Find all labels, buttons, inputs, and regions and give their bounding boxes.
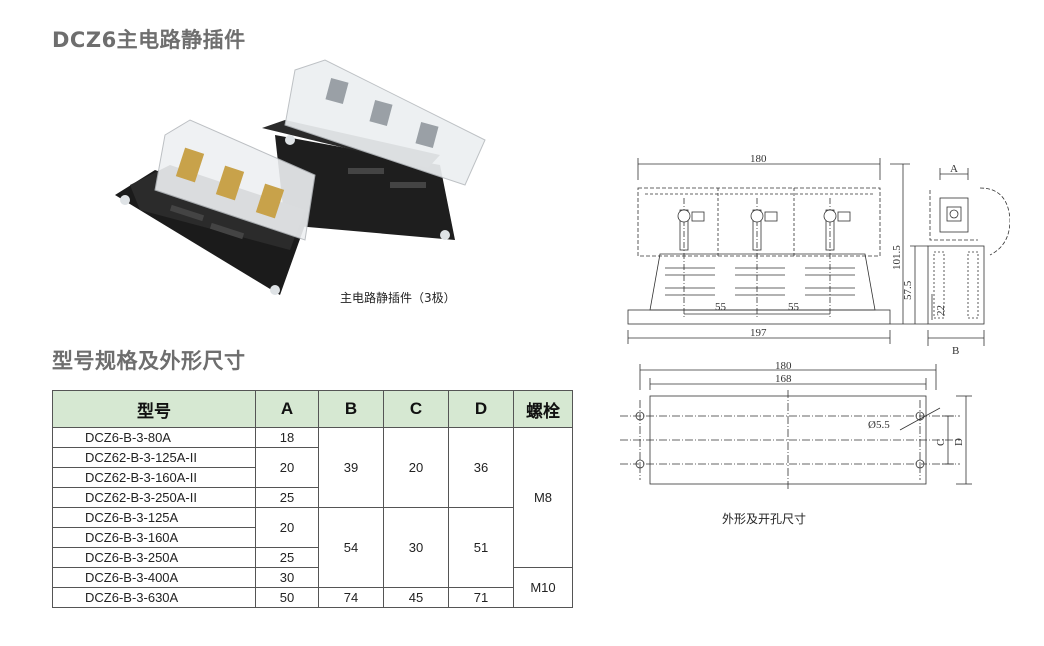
front-view-drawing: 180 55 55 197 101.5 bbox=[627, 153, 910, 344]
side-view-drawing: A B 57.5 22 bbox=[902, 163, 1010, 357]
table-row: DCZ62-B-3-125A-II 20 bbox=[52, 447, 573, 488]
dim-55-right-label: 55 bbox=[788, 301, 800, 313]
bolt-cell: M8 bbox=[513, 427, 573, 568]
a-cell: 25 bbox=[255, 547, 319, 568]
model-cell: DCZ62-B-3-160A-II bbox=[52, 467, 256, 488]
dim-22-label: 22 bbox=[935, 305, 947, 316]
model-cell: DCZ6-B-3-400A bbox=[52, 567, 256, 588]
col-header-a: A bbox=[255, 390, 319, 428]
table-row: DCZ6-B-3-400A 30 M10 bbox=[52, 567, 573, 608]
hole-dia-label: Ø5.5 bbox=[868, 419, 890, 431]
back-unit-illustration bbox=[262, 59, 486, 240]
model-cell: DCZ6-B-3-250A bbox=[52, 547, 256, 568]
c-cell: 45 bbox=[383, 587, 449, 608]
a-cell: 20 bbox=[255, 447, 319, 488]
product-photo bbox=[115, 59, 486, 295]
photo-caption: 主电路静插件（3极） bbox=[340, 291, 456, 305]
a-cell: 20 bbox=[255, 507, 319, 548]
dim-180-bottom-label: 180 bbox=[775, 360, 792, 372]
c-cell: 30 bbox=[383, 507, 449, 588]
c-cell: 20 bbox=[383, 427, 449, 508]
model-cell: DCZ6-B-3-160A bbox=[52, 527, 256, 548]
a-cell: 30 bbox=[255, 567, 319, 588]
dim-57-5-label: 57.5 bbox=[902, 280, 914, 300]
mounting-view-drawing: 180 168 Ø5.5 C D bbox=[620, 360, 972, 490]
table-title: 型号规格及外形尺寸 bbox=[52, 349, 246, 373]
dim-197-label: 197 bbox=[750, 327, 767, 339]
col-header-c: C bbox=[383, 390, 449, 428]
a-cell: 50 bbox=[255, 587, 319, 608]
col-header-b: B bbox=[318, 390, 384, 428]
col-header-d: D bbox=[448, 390, 514, 428]
dim-b-label: B bbox=[952, 345, 959, 357]
b-cell: 74 bbox=[318, 587, 384, 608]
b-cell: 54 bbox=[318, 507, 384, 588]
table-row: DCZ62-B-3-250A-II 25 bbox=[52, 487, 573, 508]
bolt-cell: M10 bbox=[513, 567, 573, 608]
col-header-model: 型号 bbox=[52, 390, 256, 428]
table-row: DCZ6-B-3-160A bbox=[52, 527, 573, 548]
d-cell: 51 bbox=[448, 507, 514, 588]
dim-55-left-label: 55 bbox=[715, 301, 727, 313]
dim-101-5-label: 101.5 bbox=[891, 245, 903, 270]
table-row: DCZ62-B-3-160A-II bbox=[52, 467, 573, 488]
d-cell: 36 bbox=[448, 427, 514, 508]
table-row: DCZ6-B-3-80A 18 39 20 36 M8 bbox=[52, 427, 573, 568]
dim-d-label: D bbox=[953, 438, 965, 446]
d-cell: 71 bbox=[448, 587, 514, 608]
model-cell: DCZ62-B-3-250A-II bbox=[52, 487, 256, 508]
a-cell: 18 bbox=[255, 427, 319, 448]
col-header-bolt: 螺栓 bbox=[513, 390, 573, 428]
dim-180-label: 180 bbox=[750, 153, 767, 165]
a-cell: 25 bbox=[255, 487, 319, 508]
table-row: DCZ6-B-3-125A 20 54 30 51 bbox=[52, 507, 573, 588]
dim-c-label: C bbox=[935, 439, 947, 446]
front-unit-illustration bbox=[115, 119, 316, 295]
model-cell: DCZ6-B-3-80A bbox=[52, 427, 256, 448]
table-row: DCZ6-B-3-630A 50 74 45 71 bbox=[52, 587, 573, 608]
b-cell: 39 bbox=[318, 427, 384, 508]
page-title: DCZ6主电路静插件 bbox=[52, 28, 246, 52]
dim-a-label: A bbox=[950, 163, 958, 175]
model-cell: DCZ6-B-3-630A bbox=[52, 587, 256, 608]
drawing-caption: 外形及开孔尺寸 bbox=[722, 512, 807, 526]
spec-table: 型号 A B C D 螺栓 DCZ6-B-3-80A 18 39 20 36 M… bbox=[52, 390, 573, 608]
model-cell: DCZ62-B-3-125A-II bbox=[52, 447, 256, 468]
dim-168-label: 168 bbox=[775, 373, 792, 385]
model-cell: DCZ6-B-3-125A bbox=[52, 507, 256, 528]
